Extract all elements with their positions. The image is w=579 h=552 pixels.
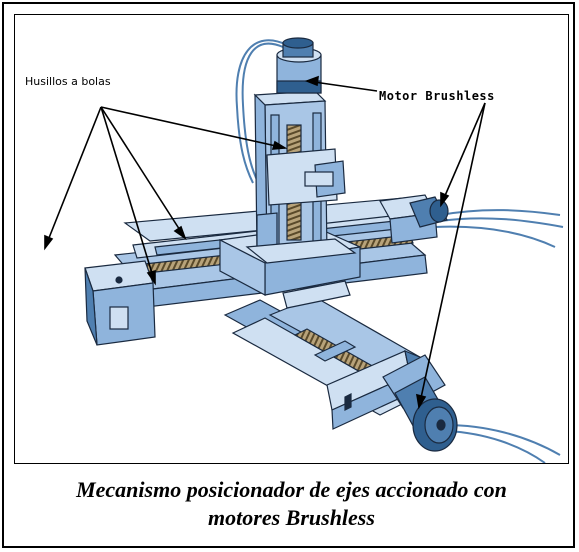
figure-frame: Husillos a bolas Motor Brushless Mecanis… (2, 2, 575, 548)
mechanism-illustration: Husillos a bolas Motor Brushless (14, 14, 569, 464)
brushless-motor-label: Motor Brushless (379, 89, 495, 103)
ball-screws-label: Husillos a bolas (25, 75, 111, 88)
z-axis-column (245, 90, 357, 264)
x-axis-left-end-block (84, 260, 156, 346)
motor-arrows (304, 75, 486, 410)
z-axis-brushless-motor (276, 37, 322, 94)
xyz-positioner-drawing (44, 37, 564, 463)
caption-line-1: Mecanismo posicionador de ejes accionado… (76, 477, 507, 502)
motor-cables (235, 39, 564, 463)
figure-caption: Mecanismo posicionador de ejes accionado… (14, 476, 569, 532)
caption-line-2: motores Brushless (208, 505, 375, 530)
ball-screw-arrows (44, 106, 288, 286)
x-axis-brushless-motor (409, 196, 449, 228)
